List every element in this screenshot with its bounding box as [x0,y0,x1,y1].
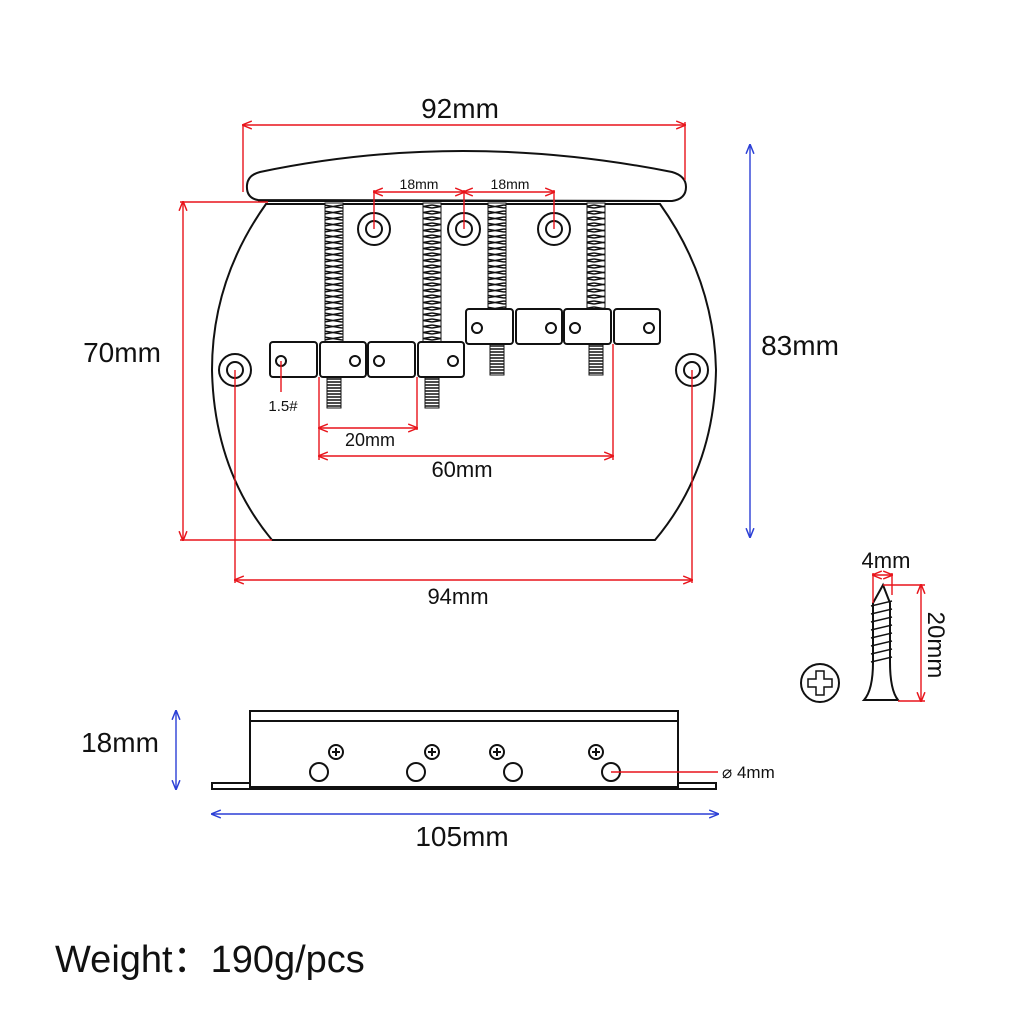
dimension-18mm-spacing: 18mm 18mm [374,176,554,229]
bridge-back-lip [245,150,688,203]
dimension-60mm: 60mm [319,456,613,482]
weight-label: Weight：190g/pcs [55,939,365,981]
label-screw-20mm: 20mm [922,612,949,679]
label-18mm-2: 18mm [491,176,530,192]
label-60mm: 60mm [431,457,492,482]
label-20mm: 20mm [345,430,395,450]
saddles [269,308,661,378]
dimension-20mm-saddle: 20mm [319,344,614,460]
dimension-70mm: 70mm [83,202,272,540]
label-18mm-height: 18mm [81,727,159,758]
screw-head-icon [800,663,840,703]
label-hole-4mm: ⌀ 4mm [722,763,775,782]
side-screws [328,744,604,760]
mounting-screw: 4mm 20mm [800,548,949,703]
intonation-screws [324,202,606,409]
bridge-top-view: 92mm 18mm 18mm 70mm 83mm 20mm 60mm [83,93,839,609]
label-screw-4mm: 4mm [862,548,911,573]
label-92mm: 92mm [421,93,499,124]
label-18mm-1: 18mm [400,176,439,192]
dimension-94mm: 94mm [235,370,692,609]
label-1-5: 1.5# [268,398,298,415]
callout-saddle-screw: 1.5# [268,361,298,415]
label-105mm: 105mm [415,821,508,852]
label-70mm: 70mm [83,337,161,368]
bridge-side-view: ⌀ 4mm 18mm 105mm [81,710,775,852]
label-94mm: 94mm [427,584,488,609]
dimension-83mm: 83mm [750,145,839,537]
label-83mm: 83mm [761,330,839,361]
dimension-92mm: 92mm [243,93,685,192]
